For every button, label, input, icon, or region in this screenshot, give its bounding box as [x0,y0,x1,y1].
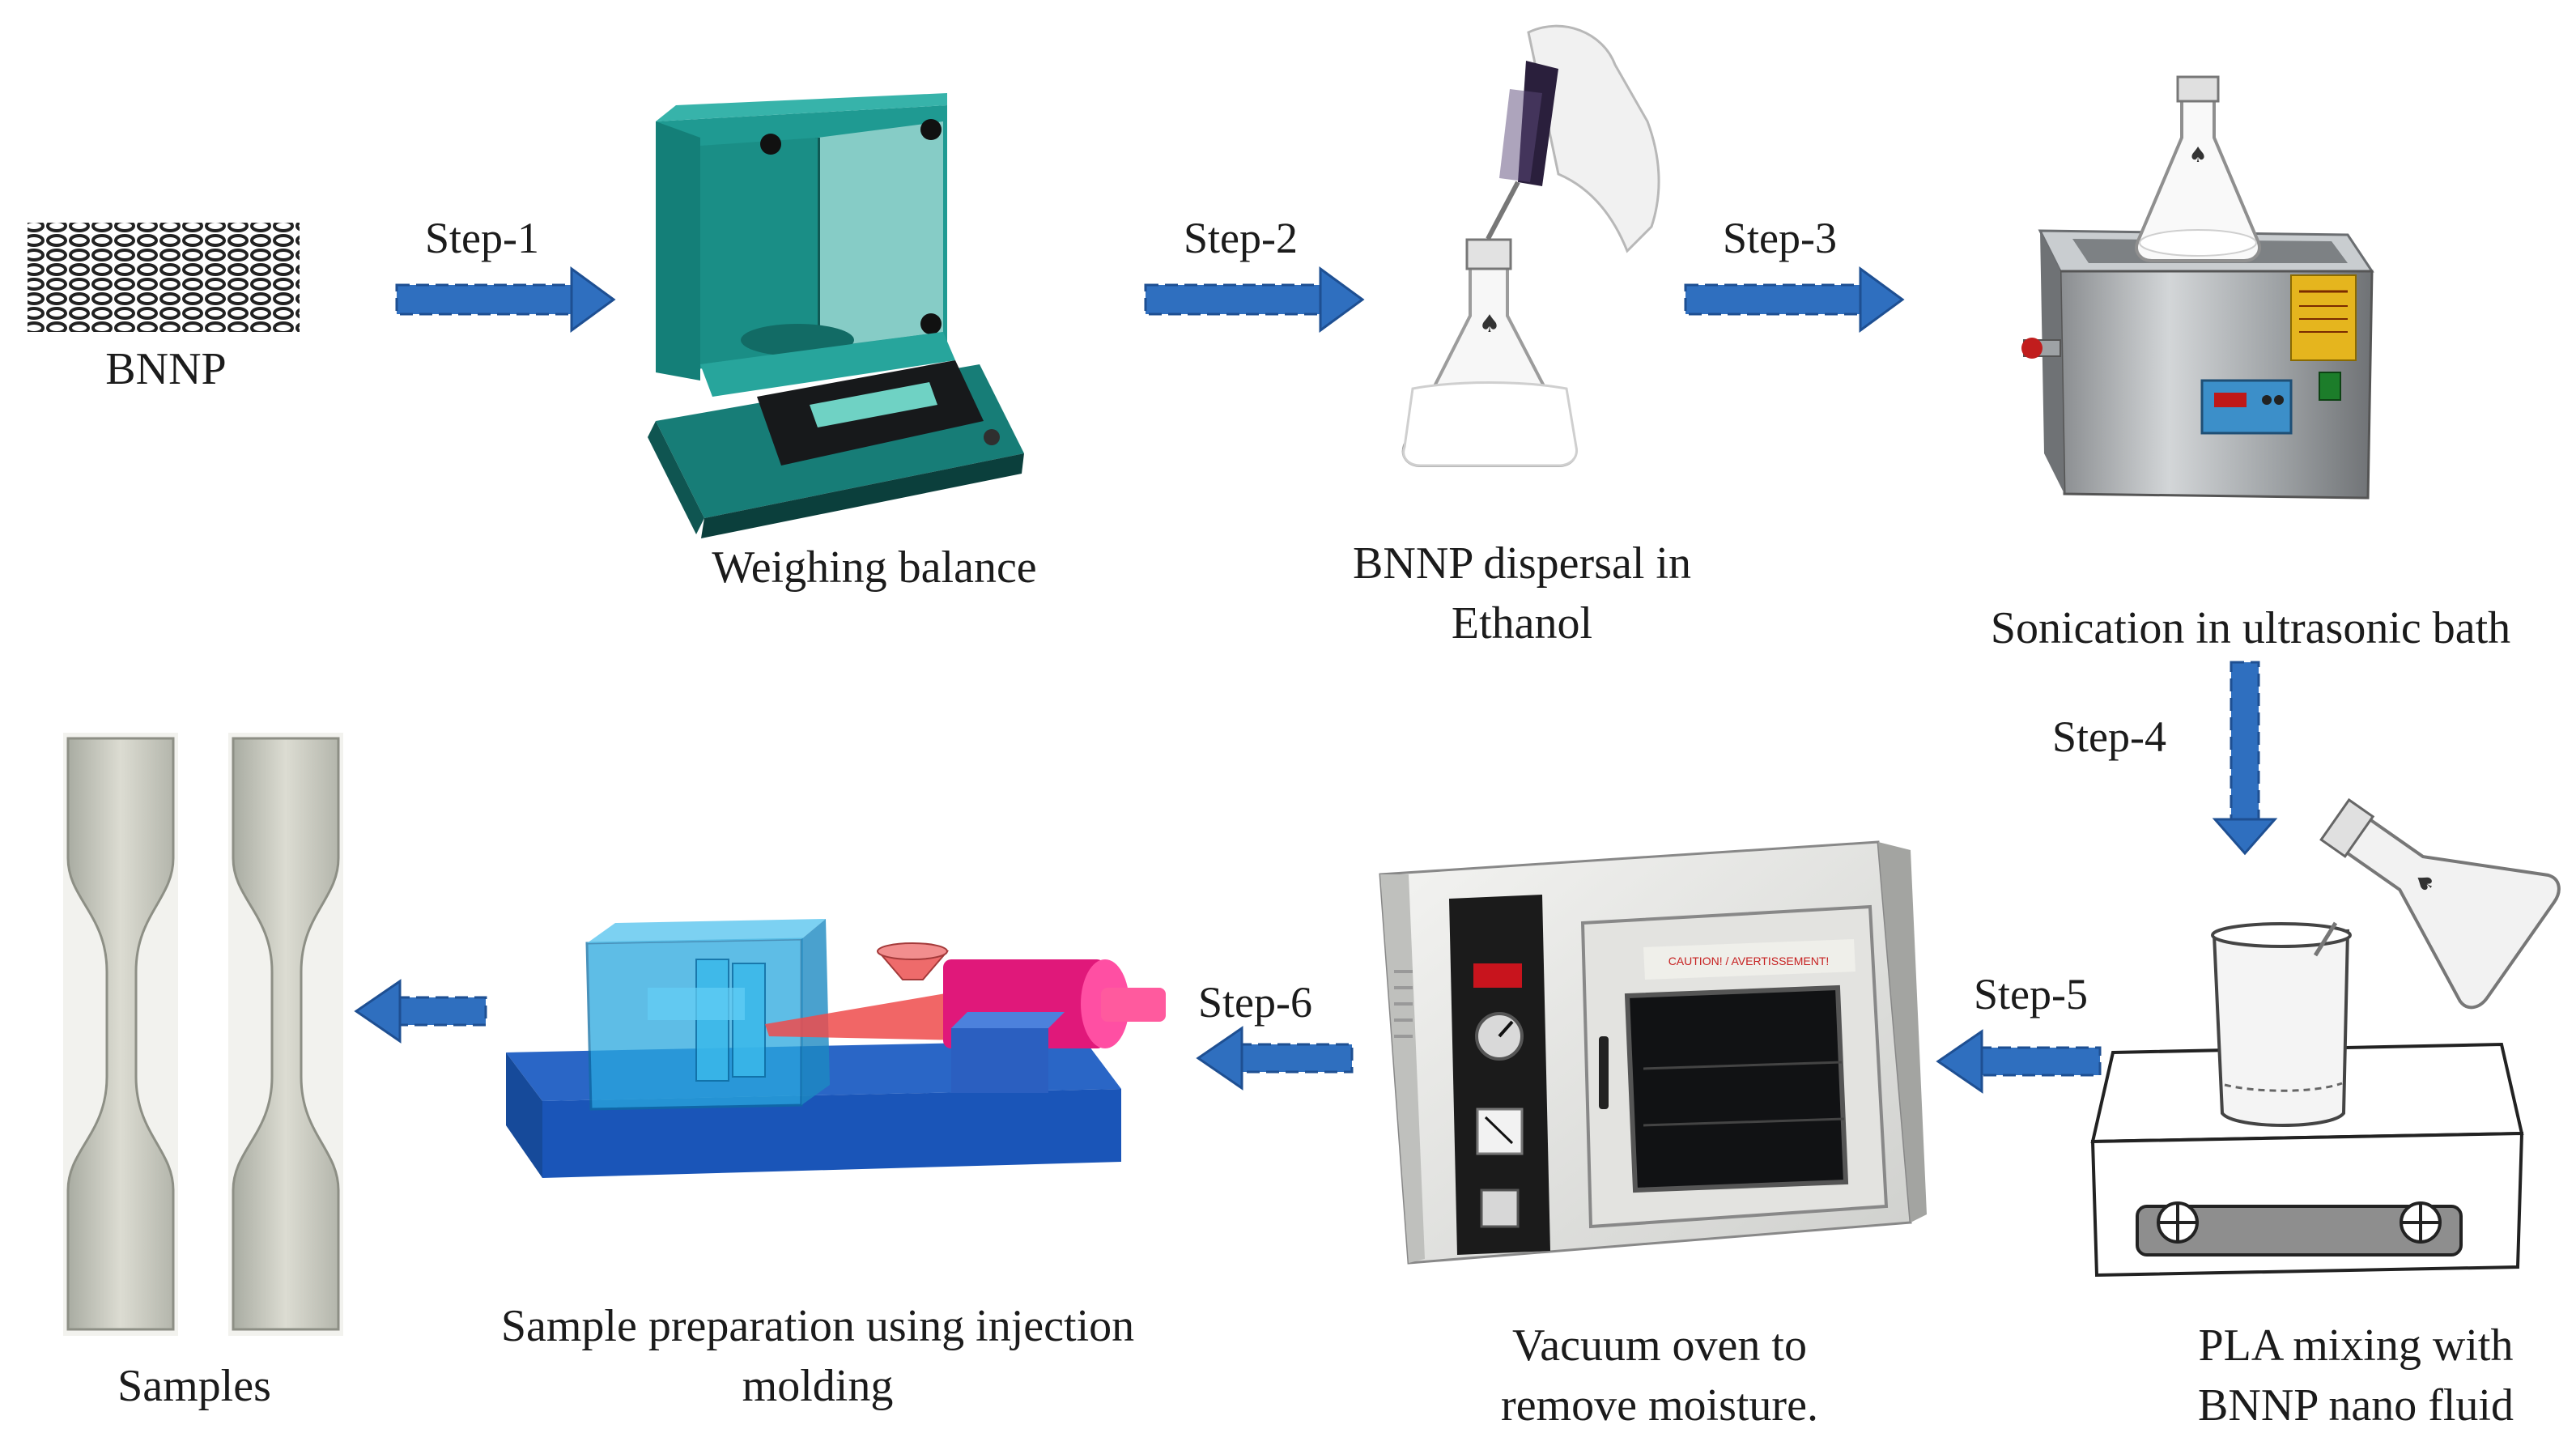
arrow-step-6 [1196,1026,1354,1091]
oven-caution-text: CAUTION! / AVERTISSEMENT! [1668,955,1830,967]
dogbone-specimen-2-icon [228,733,343,1336]
dogbone-specimen-1-icon [63,733,178,1336]
dispersal-label-line1: BNNP dispersal in [1353,538,1691,589]
weighing-balance-icon [648,93,1024,538]
dispersal-label-line2: Ethanol [1451,598,1593,648]
weighing-balance-label: Weighing balance [712,542,1037,593]
vacuum-oven-icon: CAUTION! / AVERTISSEMENT! [1379,840,1927,1265]
arrow-step-1 [395,266,616,333]
arrow-step-2 [1144,266,1365,333]
ultrasonic-bath-icon: ♠ [2021,75,2374,500]
flask-pouring-icon: ♠ [1401,24,1660,467]
oven-label-line2: remove moisture. [1501,1380,1818,1431]
step-6-label: Step-6 [1198,978,1312,1027]
bnnp-label: BNNP [105,344,227,394]
step-3-label: Step-3 [1723,214,1837,262]
step-1-label: Step-1 [425,214,539,262]
molding-label-line2: molding [742,1361,894,1411]
mixing-label-line1: PLA mixing with [2198,1320,2514,1371]
arrow-step-4 [2212,661,2278,856]
arrow-step-5 [1936,1029,2102,1094]
step-4-label: Step-4 [2052,712,2166,761]
svg-text:♠: ♠ [2188,143,2207,168]
samples-label: Samples [117,1361,271,1411]
hot-plate-mixing-icon: ♠ [2090,797,2561,1278]
molding-label-line1: Sample preparation using injection [500,1301,1135,1351]
svg-text:♠: ♠ [1479,310,1501,338]
sonication-label: Sonication in ultrasonic bath [1990,603,2511,653]
arrow-to-samples [354,979,487,1044]
mixing-label-line2: BNNP nano fluid [2198,1380,2514,1431]
injection-molding-machine-icon [506,919,1166,1178]
arrow-step-3 [1684,266,1905,333]
step-5-label: Step-5 [1974,970,2088,1018]
bnnp-particles-icon [28,223,300,332]
oven-label-line1: Vacuum oven to [1512,1320,1807,1371]
step-2-label: Step-2 [1184,214,1298,262]
